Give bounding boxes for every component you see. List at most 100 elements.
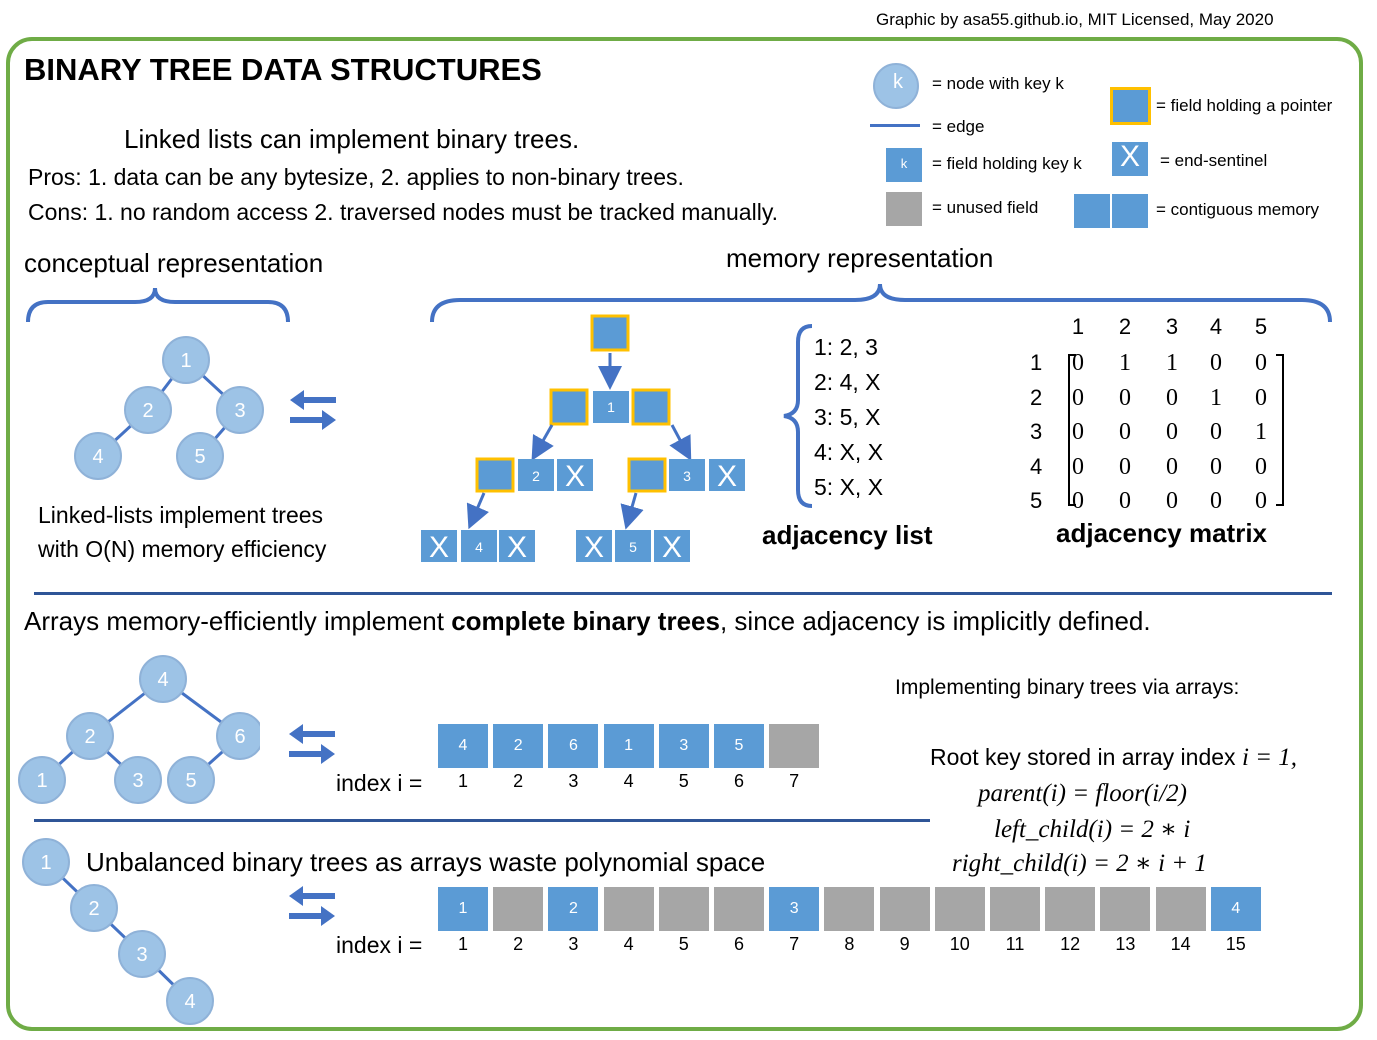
node3-sentinel: X: [717, 460, 737, 493]
adjacency-list-row: 2: 4, X: [814, 369, 881, 395]
unused-cell: [1100, 887, 1151, 931]
conceptual-node-2-key: 2: [142, 400, 153, 422]
arrays-heading: Arrays memory-efficiently implement comp…: [24, 606, 1151, 637]
formula-right-child: right_child(i) = 2 ∗ i + 1: [952, 850, 1207, 877]
root-pointer-field: [590, 314, 630, 352]
array-index: 4: [623, 934, 634, 954]
matrix-cell: 0: [1072, 350, 1084, 376]
legend-contiguous-label: = contiguous memory: [1156, 200, 1319, 219]
formulas-heading: Implementing binary trees via arrays:: [895, 676, 1240, 699]
node5-left-sentinel-mark: X: [584, 531, 604, 564]
node4-left-sentinel-mark: X: [429, 531, 449, 564]
memory-label: memory representation: [726, 243, 994, 273]
array-cell: 2: [493, 724, 544, 768]
node4-key-field: [461, 530, 497, 562]
matrix-cell: 0: [1210, 350, 1222, 376]
credit-text: Graphic by asa55.github.io, MIT Licensed…: [876, 10, 1274, 29]
formula-root-text: Root key stored in array index: [930, 744, 1242, 770]
unused-cell: [493, 887, 544, 931]
legend-edge-line: [870, 124, 920, 127]
section-braces: [26, 283, 1332, 323]
matrix-col-header: 5: [1254, 314, 1268, 339]
node2-key-field: [518, 459, 554, 491]
section-divider: [34, 819, 930, 822]
conceptual-brace: [26, 287, 290, 323]
formula-parent: parent(i) = floor(i/2): [978, 780, 1187, 807]
memory-linked-structure: 1 2 3 4 5 X X X X X X: [421, 314, 745, 564]
complete-node-key: 4: [157, 669, 168, 691]
legend-edge-label: = edge: [932, 117, 985, 136]
array-index: 1: [457, 771, 468, 791]
legend-contiguous-icon-b: [1112, 194, 1148, 228]
matrix-brackets: [1068, 354, 1284, 506]
matrix-cell: 0: [1119, 419, 1131, 445]
adjacency-list-row: 4: X, X: [814, 439, 884, 465]
conceptual-node-1: [162, 336, 210, 384]
formula-left-child: left_child(i) = 2 ∗ i: [994, 816, 1191, 843]
unbalanced-node-1: [22, 838, 70, 886]
array-index: 6: [733, 771, 744, 791]
swap-arrows-icon: [290, 390, 336, 430]
node4-left-sentinel: [421, 530, 457, 562]
swap-arrows-icon: [289, 724, 335, 764]
node2-left-pointer: [475, 457, 515, 493]
adjacency-list: 1: 2, 3 2: 4, X 3: 5, X 4: X, X 5: X, X: [814, 330, 883, 505]
unused-cell: [658, 887, 709, 931]
matrix-cell: 0: [1166, 384, 1178, 411]
conceptual-tree: 1 2 3 4 5: [74, 336, 264, 480]
complete-node-1: [18, 756, 66, 804]
matrix-cell: 0: [1072, 488, 1084, 514]
array-index-label: index i =: [336, 770, 423, 796]
matrix-cell: 1: [1210, 384, 1222, 411]
unused-cell: [990, 887, 1040, 931]
linked-lists-cons: Cons: 1. no random access 2. traversed n…: [28, 199, 779, 225]
array-index: 10: [949, 934, 970, 954]
legend-sentinel-icon: [1112, 142, 1148, 176]
legend: k = node with key k = edge k = field hol…: [860, 60, 1360, 230]
matrix-cell: 0: [1119, 453, 1131, 480]
complete-node-key: 6: [234, 726, 245, 748]
outer-frame: [6, 37, 1363, 1031]
unbalanced-node-key: 3: [136, 944, 147, 966]
array-index: 8: [844, 934, 855, 954]
node2-sentinel-field: [557, 459, 593, 491]
formula-root-math: i = 1,: [1241, 744, 1298, 771]
complete-node-key: 2: [84, 726, 95, 748]
matrix-cell: 0: [1255, 453, 1267, 480]
node5-right-sentinel-mark: X: [662, 531, 682, 564]
matrix-cell: 0: [1072, 419, 1084, 445]
matrix-cell: 1: [1255, 419, 1267, 445]
node1-key-field: [593, 391, 629, 423]
node1-right-pointer: [631, 388, 671, 426]
conceptual-node-3-key: 3: [234, 400, 245, 422]
legend-unused-label: = unused field: [932, 198, 1039, 217]
node5-key: 5: [629, 539, 637, 555]
unused-cell: [934, 887, 985, 931]
node1-key: 1: [607, 399, 615, 415]
matrix-row-header: 5: [1030, 488, 1043, 513]
matrix-cell: 0: [1119, 488, 1131, 514]
array-cell: 1: [603, 724, 654, 768]
matrix-row-header: 4: [1030, 453, 1043, 479]
matrix-cell: 0: [1210, 453, 1222, 480]
matrix-col-header: 3: [1165, 314, 1179, 339]
matrix-col-header: 1: [1071, 314, 1085, 339]
array-index: 13: [1115, 934, 1136, 954]
unbalanced-node-4: [166, 977, 214, 1025]
matrix-col-header: 4: [1209, 314, 1223, 339]
matrix-cell: 0: [1166, 453, 1178, 480]
node4-right-sentinel: [499, 530, 535, 562]
unused-cell: [1155, 887, 1206, 931]
array-index: 15: [1225, 934, 1246, 954]
array-index: 9: [899, 934, 910, 954]
complete-node-4: [139, 655, 187, 703]
matrix-cell: 0: [1166, 488, 1178, 514]
array-index: 3: [568, 934, 579, 954]
linked-lists-heading: Linked lists can implement binary trees.: [124, 124, 580, 154]
unused-cell: [714, 887, 764, 931]
unused-cell: [769, 724, 820, 768]
conceptual-node-1-key: 1: [180, 350, 191, 372]
array-index: 5: [678, 771, 689, 791]
array-index: 12: [1060, 934, 1081, 954]
